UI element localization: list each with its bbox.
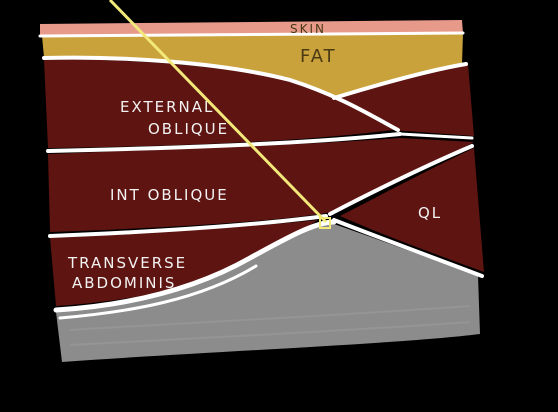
label-external-oblique-2: OBLIQUE — [148, 120, 229, 138]
label-transversus-1: TRANSVERSE — [67, 254, 187, 272]
label-ql: QL — [418, 204, 442, 222]
label-internal-oblique: INT OBLIQUE — [110, 186, 229, 204]
label-transversus-2: ABDOMINIS — [72, 274, 176, 292]
label-fat: FAT — [300, 46, 337, 67]
label-skin: SKIN — [290, 22, 326, 36]
label-external-oblique-1: EXTERNAL — [120, 98, 214, 116]
